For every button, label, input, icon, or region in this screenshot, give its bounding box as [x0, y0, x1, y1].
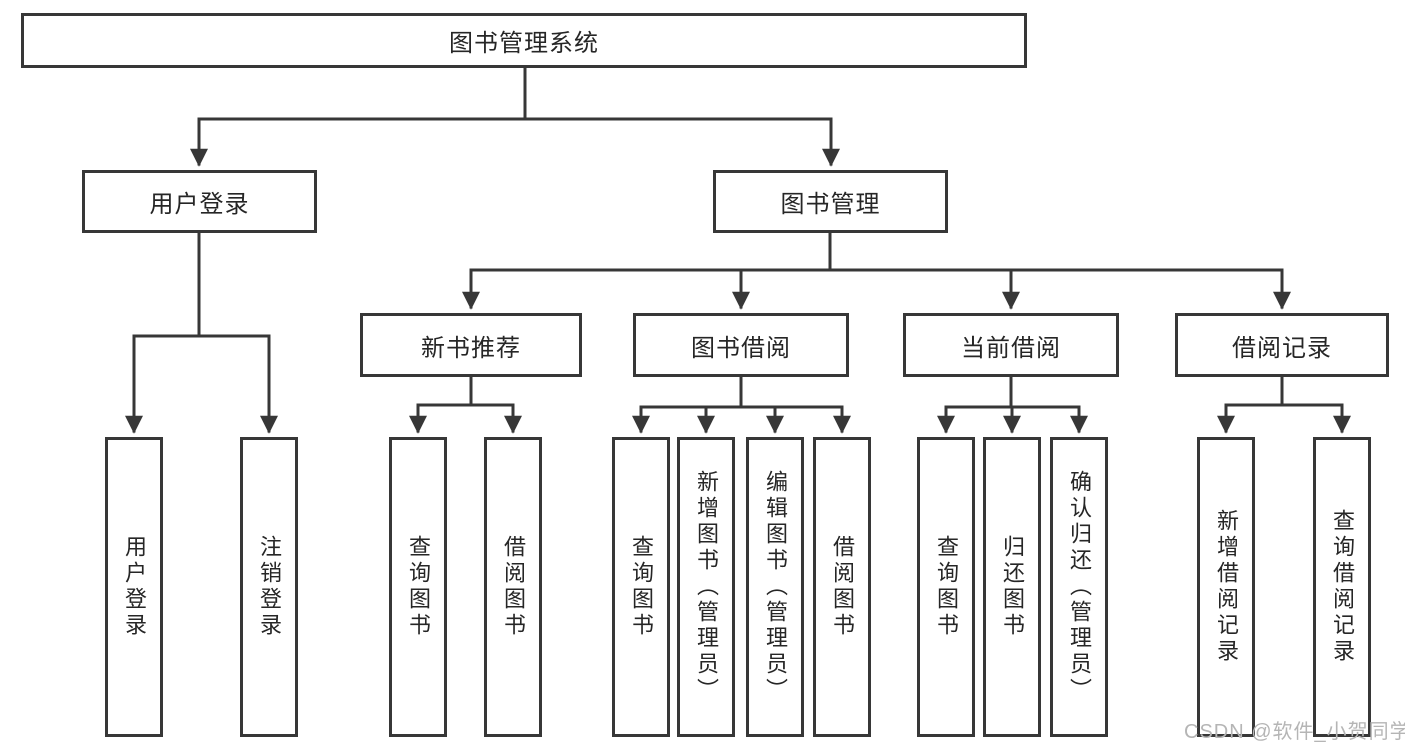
node-label: 编辑图书（管理员）	[763, 470, 788, 704]
node-label: 查询借阅记录	[1330, 509, 1355, 665]
node-root: 图书管理系统	[21, 13, 1027, 68]
node-query-books-3: 查询图书	[917, 437, 975, 737]
connector-borrow-records-children	[1217, 375, 1351, 434]
connector-book-borrow-children	[632, 375, 851, 434]
node-query-borrow-record: 查询借阅记录	[1313, 437, 1371, 737]
node-label: 查询图书	[629, 535, 654, 639]
connector-root-to-level1	[190, 64, 840, 167]
node-label: 新增图书（管理员）	[694, 470, 719, 704]
node-label: 新增借阅记录	[1214, 509, 1239, 665]
node-book-management: 图书管理	[713, 170, 948, 233]
node-return-books: 归还图书	[983, 437, 1041, 737]
node-logout: 注销登录	[240, 437, 298, 737]
node-label: 注销登录	[257, 535, 282, 639]
node-label: 借阅图书	[501, 535, 526, 639]
watermark: CSDN @软件_小贺同学	[1184, 721, 1405, 743]
node-borrow-books-1: 借阅图书	[484, 437, 542, 737]
node-book-borrow: 图书借阅	[633, 313, 849, 377]
node-confirm-return-admin: 确认归还（管理员）	[1050, 437, 1108, 737]
node-borrow-records: 借阅记录	[1175, 313, 1389, 377]
node-label: 查询图书	[406, 535, 431, 639]
node-label: 查询图书	[934, 535, 959, 639]
node-current-borrow: 当前借阅	[903, 313, 1119, 377]
node-user-login: 用户登录	[82, 170, 317, 233]
node-query-books-2: 查询图书	[612, 437, 670, 737]
node-borrow-books-2: 借阅图书	[813, 437, 871, 737]
node-add-book-admin: 新增图书（管理员）	[677, 437, 735, 737]
node-edit-book-admin: 编辑图书（管理员）	[746, 437, 804, 737]
connector-current-borrow-children	[937, 375, 1088, 434]
node-label: 借阅图书	[830, 535, 855, 639]
connector-user-login-children	[125, 231, 278, 434]
node-new-book-recommend: 新书推荐	[360, 313, 582, 377]
node-label: 归还图书	[1000, 535, 1025, 639]
node-query-books-1: 查询图书	[389, 437, 447, 737]
node-add-borrow-record: 新增借阅记录	[1197, 437, 1255, 737]
node-label: 确认归还（管理员）	[1067, 470, 1092, 704]
node-label: 用户登录	[122, 535, 147, 639]
node-user-login-leaf: 用户登录	[105, 437, 163, 737]
connector-book-management-children	[462, 231, 1291, 310]
connector-new-book-children	[409, 375, 522, 434]
